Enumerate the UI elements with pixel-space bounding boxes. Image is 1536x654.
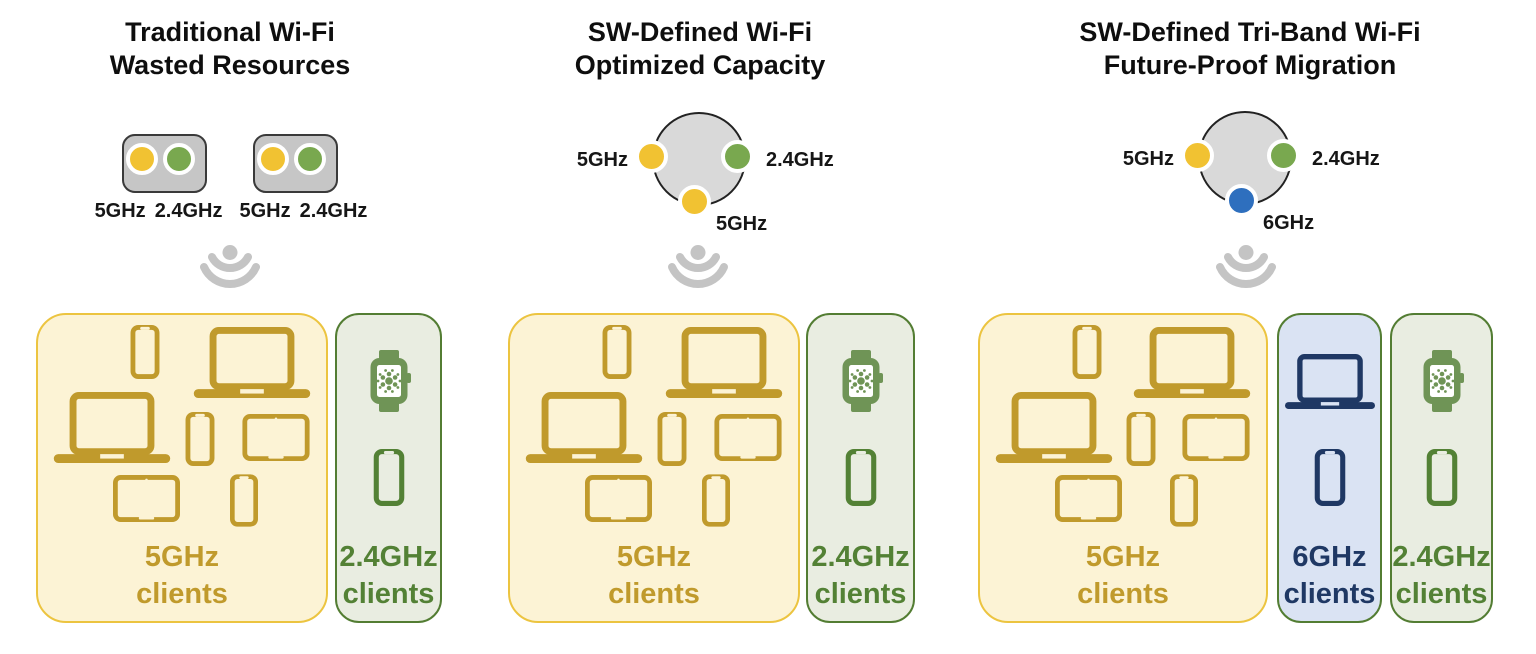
smartphone-icon bbox=[657, 412, 687, 466]
smartphone-icon bbox=[1313, 449, 1347, 506]
col2-5ghz-clients-box: 5GHz clients bbox=[508, 313, 800, 623]
tablet-icon bbox=[113, 475, 180, 522]
smartphone-icon bbox=[1425, 449, 1459, 506]
laptop-icon bbox=[525, 392, 643, 463]
smartphone-icon bbox=[702, 474, 730, 527]
box-label-band: 5GHz bbox=[1085, 541, 1161, 573]
box-label-band: 2.4GHz bbox=[811, 541, 910, 573]
col3-24ghz-clients-box: 2.4GHz clients bbox=[1390, 313, 1493, 623]
smartphone-icon bbox=[185, 412, 215, 466]
column3-title-line1: SW-Defined Tri-Band Wi-Fi bbox=[1079, 17, 1421, 47]
smartphone-icon bbox=[372, 449, 406, 506]
col2-24ghz-clients-box: 2.4GHz clients bbox=[806, 313, 915, 623]
sdr-right-24ghz-dot bbox=[1266, 138, 1300, 172]
radio-module-1 bbox=[122, 134, 207, 193]
band-label: 2.4GHz bbox=[299, 200, 368, 222]
col3-5ghz-clients-box: 5GHz clients bbox=[978, 313, 1268, 623]
smartwatch-icon bbox=[1420, 350, 1464, 412]
wifi-signal-icon bbox=[663, 245, 733, 289]
smartphone-icon bbox=[1126, 412, 1156, 466]
box-label-band: 2.4GHz bbox=[1392, 541, 1491, 573]
column3-title: SW-Defined Tri-Band Wi-Fi Future-Proof M… bbox=[1050, 16, 1450, 82]
laptop-icon bbox=[665, 327, 783, 398]
box-label-band: 2.4GHz bbox=[339, 541, 438, 573]
tablet-icon bbox=[1055, 475, 1122, 522]
box-label-clients: clients bbox=[342, 578, 435, 610]
col2-5ghz-box-label: 5GHz clients bbox=[510, 539, 798, 613]
radio-module-2 bbox=[253, 134, 338, 193]
laptop-icon bbox=[1133, 327, 1251, 398]
smartphone-icon bbox=[130, 325, 160, 379]
smartphone-icon bbox=[602, 325, 632, 379]
column2-title-line2: Optimized Capacity bbox=[574, 50, 826, 80]
sdr-left-band-label: 5GHz bbox=[1122, 148, 1174, 170]
col1-5ghz-clients-box: 5GHz clients bbox=[36, 313, 328, 623]
laptop-icon bbox=[1284, 354, 1375, 409]
sdr-bottom-band-label: 6GHz bbox=[1263, 212, 1315, 234]
smartphone-icon bbox=[844, 449, 878, 506]
band-label: 2.4GHz bbox=[154, 200, 223, 222]
column3-title-line2: Future-Proof Migration bbox=[1103, 50, 1397, 80]
sdr-bottom-6ghz-dot bbox=[1224, 183, 1258, 217]
col3-5ghz-box-label: 5GHz clients bbox=[980, 539, 1266, 613]
smartwatch-icon bbox=[839, 350, 883, 412]
box-label-clients: clients bbox=[136, 578, 228, 610]
laptop-icon bbox=[995, 392, 1113, 463]
smartphone-icon bbox=[1170, 474, 1198, 527]
radio2-24ghz-dot bbox=[294, 143, 326, 175]
col3-6ghz-clients-box: 6GHz clients bbox=[1277, 313, 1382, 623]
tablet-icon bbox=[713, 414, 783, 461]
column2-title: SW-Defined Wi-Fi Optimized Capacity bbox=[500, 16, 900, 82]
wifi-signal-icon bbox=[195, 245, 265, 289]
tablet-icon bbox=[585, 475, 652, 522]
col2-24ghz-box-label: 2.4GHz clients bbox=[808, 539, 913, 613]
column1-title-line2: Wasted Resources bbox=[109, 50, 351, 80]
col1-24ghz-box-label: 2.4GHz clients bbox=[337, 539, 440, 613]
radio1-5ghz-dot bbox=[126, 143, 158, 175]
sdr-right-band-label: 2.4GHz bbox=[1312, 148, 1380, 170]
sdr-left-5ghz-dot bbox=[1180, 138, 1214, 172]
box-label-clients: clients bbox=[1395, 578, 1488, 610]
box-label-band: 6GHz bbox=[1292, 541, 1367, 573]
radio2-5ghz-dot bbox=[257, 143, 289, 175]
box-label-clients: clients bbox=[814, 578, 907, 610]
smartwatch-icon bbox=[367, 350, 411, 412]
sdr-right-24ghz-dot bbox=[720, 139, 754, 173]
column1-title-line1: Traditional Wi-Fi bbox=[125, 17, 335, 47]
box-label-clients: clients bbox=[608, 578, 700, 610]
smartphone-icon bbox=[230, 474, 258, 527]
box-label-band: 5GHz bbox=[144, 541, 220, 573]
col3-6ghz-box-label: 6GHz clients bbox=[1279, 539, 1380, 613]
sdr-right-band-label: 2.4GHz bbox=[766, 149, 834, 171]
col1-24ghz-clients-box: 2.4GHz clients bbox=[335, 313, 442, 623]
band-label: 5GHz bbox=[94, 200, 146, 222]
wifi-signal-icon bbox=[1211, 245, 1281, 289]
smartphone-icon bbox=[1072, 325, 1102, 379]
laptop-icon bbox=[53, 392, 171, 463]
radio1-24ghz-dot bbox=[163, 143, 195, 175]
box-label-clients: clients bbox=[1283, 578, 1376, 610]
band-label: 5GHz bbox=[239, 200, 291, 222]
box-label-clients: clients bbox=[1077, 578, 1169, 610]
sdr-left-5ghz-dot bbox=[634, 139, 668, 173]
col1-5ghz-box-label: 5GHz clients bbox=[38, 539, 326, 613]
column1-title: Traditional Wi-Fi Wasted Resources bbox=[30, 16, 430, 82]
sdr-left-band-label: 5GHz bbox=[576, 149, 628, 171]
radio-band-labels: 5GHz 2.4GHz 5GHz 2.4GHz bbox=[61, 200, 401, 223]
tablet-icon bbox=[241, 414, 311, 461]
sdr-bottom-5ghz-dot bbox=[677, 184, 711, 218]
col3-24ghz-box-label: 2.4GHz clients bbox=[1392, 539, 1491, 613]
sdr-bottom-band-label: 5GHz bbox=[716, 213, 768, 235]
tablet-icon bbox=[1181, 414, 1251, 461]
column2-title-line1: SW-Defined Wi-Fi bbox=[587, 17, 813, 47]
box-label-band: 5GHz bbox=[616, 541, 692, 573]
laptop-icon bbox=[193, 327, 311, 398]
